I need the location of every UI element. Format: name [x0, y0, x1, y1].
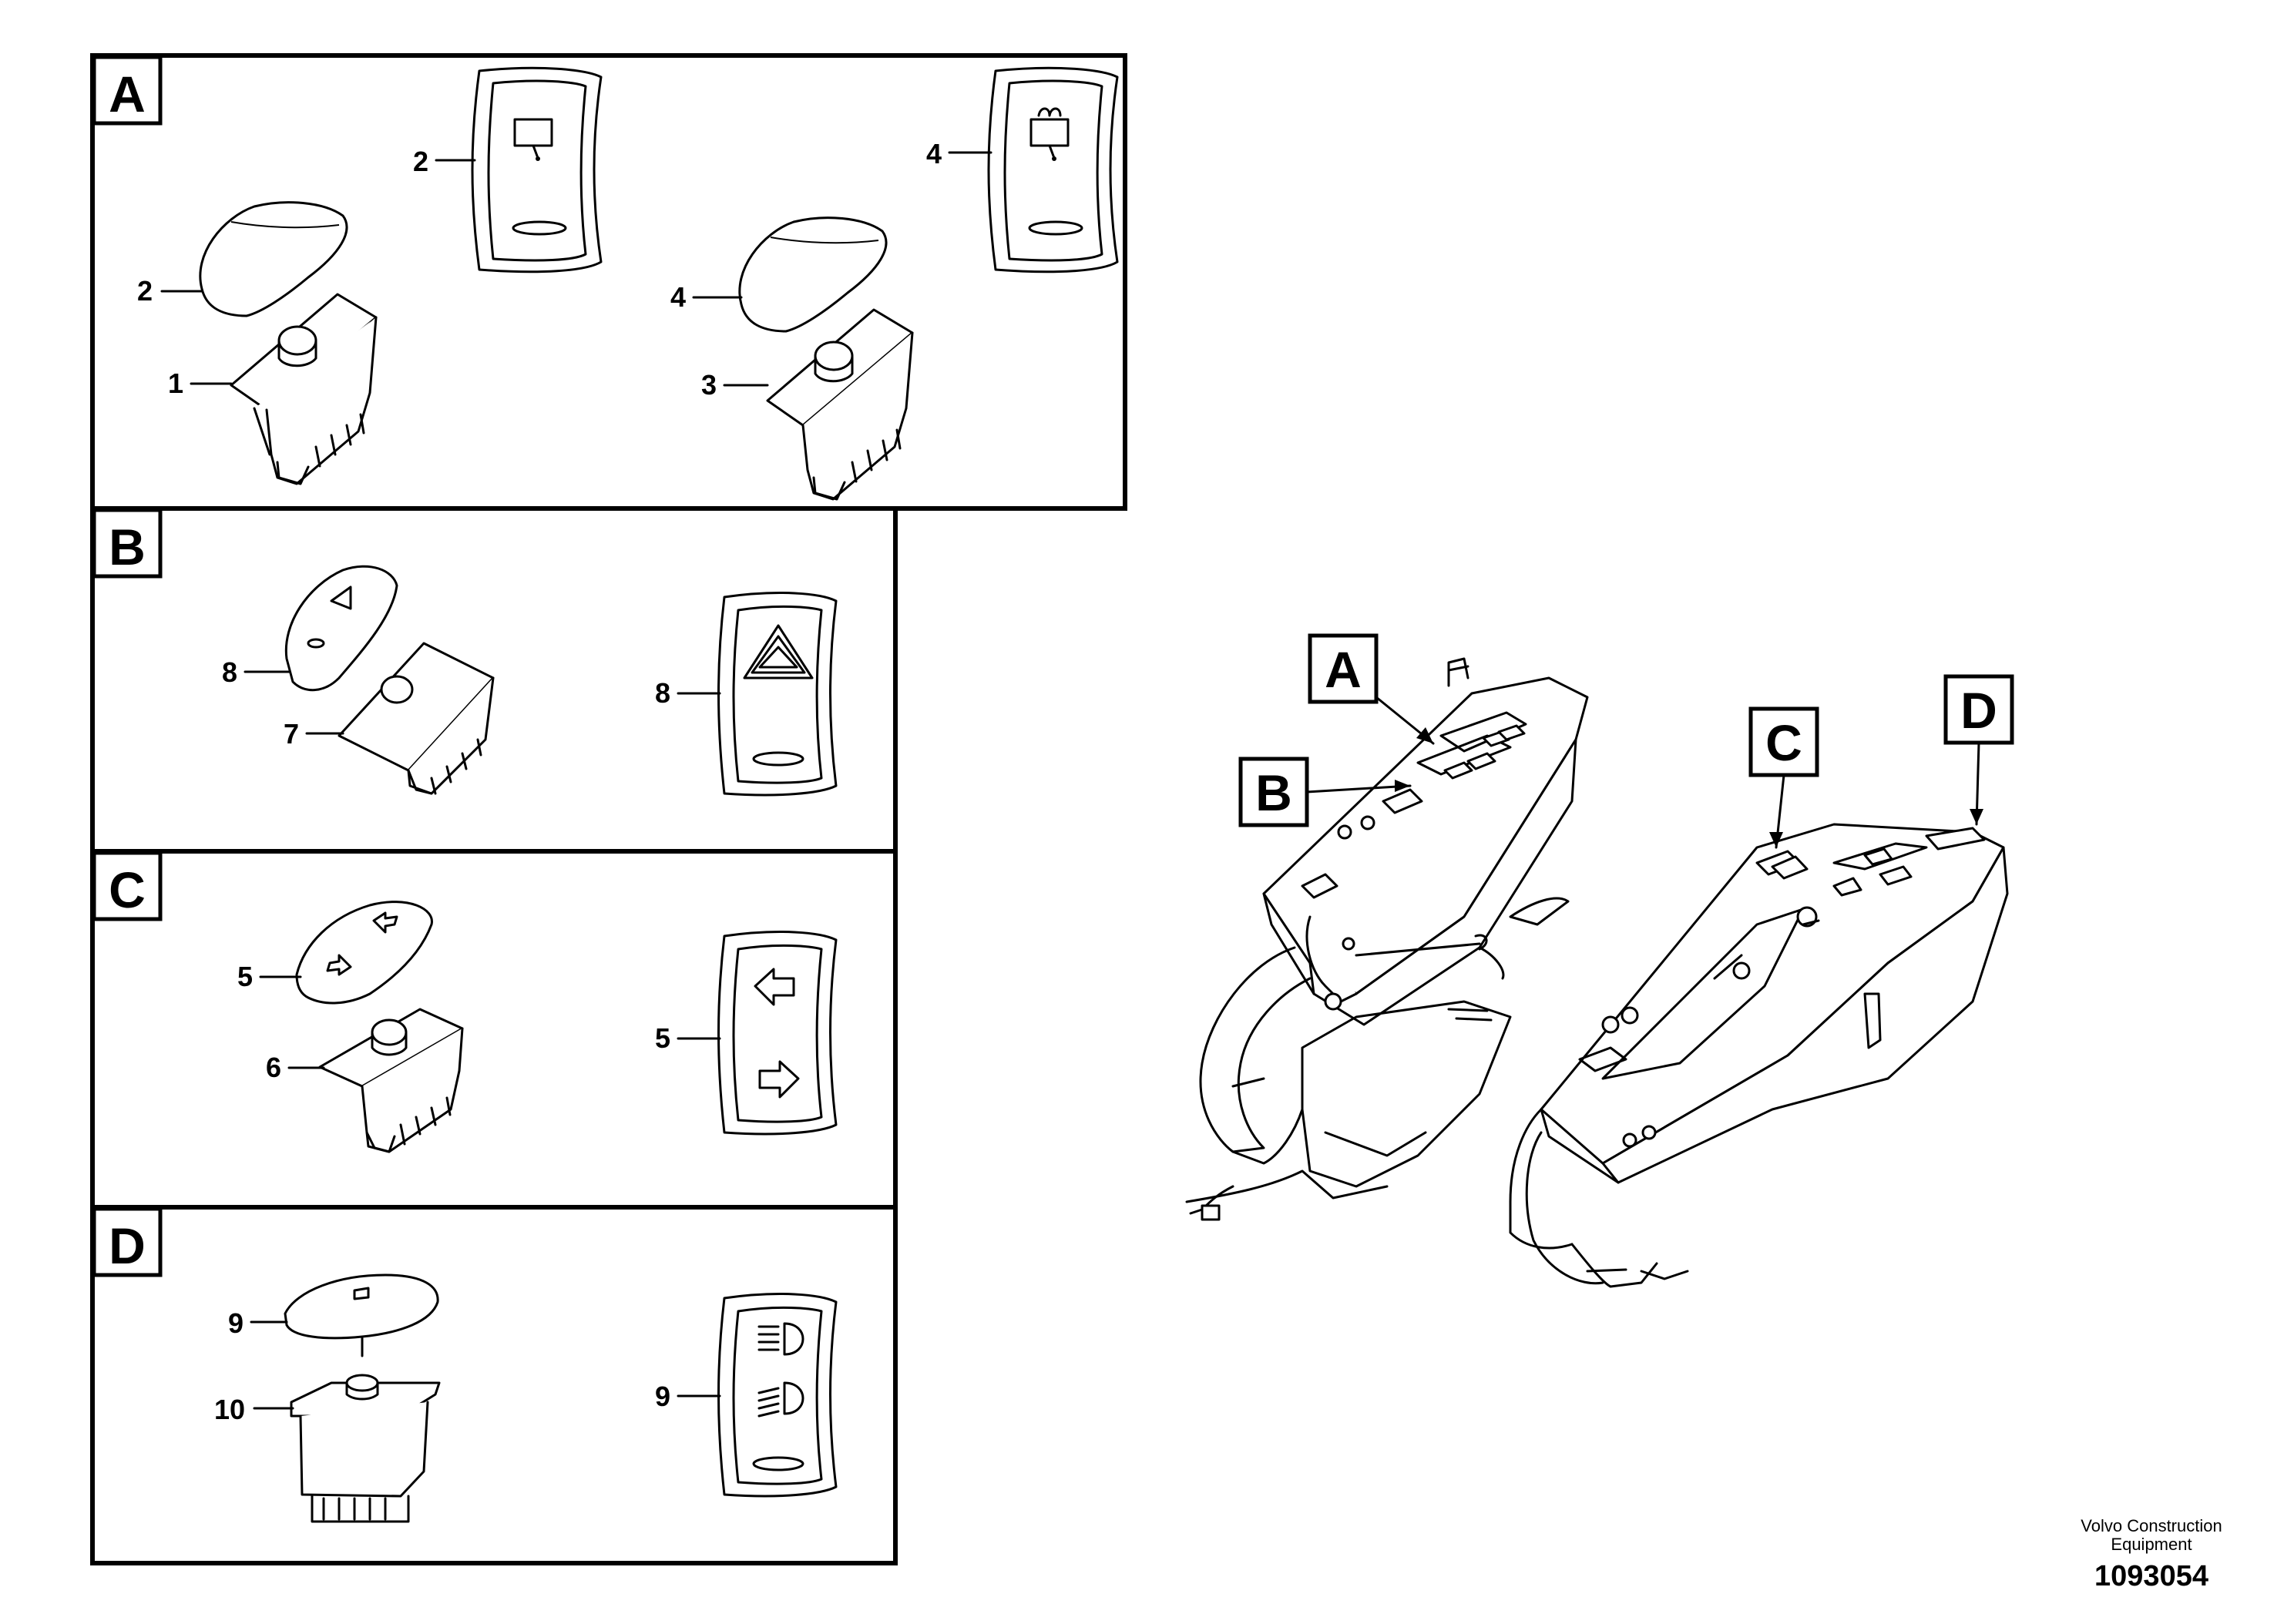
callout-b-8-left: 8	[222, 656, 237, 688]
section-d-frame	[90, 1205, 898, 1565]
section-frames	[90, 53, 1127, 1565]
footer-company: Volvo Construction	[2081, 1516, 2222, 1535]
callout-a-2-right: 2	[413, 146, 428, 177]
footer-block: Volvo Construction Equipment 1093054	[2081, 1516, 2222, 1592]
callout-b-8-right: 8	[655, 677, 670, 709]
rocker-cap-part-9	[284, 1273, 439, 1357]
callout-a-3: 3	[701, 369, 717, 401]
callouts-section-a: 2 1 2 4 3 4	[137, 138, 992, 401]
switch-body-part-6	[318, 1008, 464, 1153]
rocker-cap-part-8	[284, 565, 398, 692]
section-label-d-text: D	[109, 1217, 146, 1274]
section-label-a: A	[92, 55, 163, 126]
switch-face-part-5	[717, 931, 838, 1136]
marker-a: A	[1308, 633, 1435, 745]
callout-a-4-left: 4	[670, 281, 686, 313]
section-label-b: B	[92, 508, 163, 579]
right-console-illustration	[1509, 823, 2009, 1288]
section-label-d: D	[92, 1206, 163, 1277]
callout-a-1: 1	[168, 367, 183, 399]
hazard-warning-icon	[743, 624, 814, 679]
callout-d-9-right: 9	[655, 1381, 670, 1412]
callout-a-4-right: 4	[926, 138, 942, 169]
callout-d-10: 10	[214, 1394, 245, 1425]
rocker-cap-part-4	[738, 216, 888, 333]
switch-face-part-8	[717, 592, 838, 797]
rocker-cap-part-5	[295, 901, 433, 1005]
left-console-illustration	[1185, 657, 1589, 1221]
marker-d-text: D	[1960, 682, 1997, 739]
marker-b: B	[1238, 757, 1412, 827]
footer-drawing-number: 1093054	[2094, 1560, 2208, 1592]
callout-c-5-right: 5	[655, 1022, 670, 1054]
callouts-section-c: 5 6 5	[237, 961, 721, 1083]
section-label-b-text: B	[109, 518, 146, 575]
switch-face-part-4	[987, 66, 1119, 273]
switch-body-part-7	[338, 642, 495, 795]
switch-body-part-10	[290, 1374, 441, 1523]
section-label-a-text: A	[109, 65, 146, 122]
callout-c-6: 6	[266, 1052, 281, 1083]
marker-b-text: B	[1255, 764, 1292, 821]
callout-b-7: 7	[284, 718, 299, 750]
marker-d: D	[1943, 674, 2014, 826]
rocker-cap-part-2	[199, 201, 348, 317]
switch-face-part-2	[471, 66, 603, 273]
section-label-c-text: C	[109, 861, 146, 918]
switch-face-part-9	[717, 1293, 838, 1498]
callouts-section-b: 8 7 8	[222, 656, 721, 750]
callouts-section-d: 9 10 9	[214, 1307, 721, 1425]
direction-arrows-icon	[754, 968, 800, 1099]
marker-c-text: C	[1765, 714, 1802, 771]
marker-a-text: A	[1325, 641, 1362, 698]
headlight-icon	[757, 1322, 804, 1418]
callout-c-5-left: 5	[237, 961, 253, 992]
callout-a-2-left: 2	[137, 275, 153, 307]
marker-c: C	[1748, 706, 1819, 849]
switch-body-part-3	[766, 308, 914, 501]
footer-company-line2: Equipment	[2111, 1535, 2192, 1554]
section-label-c: C	[92, 851, 163, 921]
callout-d-9-left: 9	[228, 1307, 244, 1339]
switch-body-part-1	[230, 293, 378, 485]
